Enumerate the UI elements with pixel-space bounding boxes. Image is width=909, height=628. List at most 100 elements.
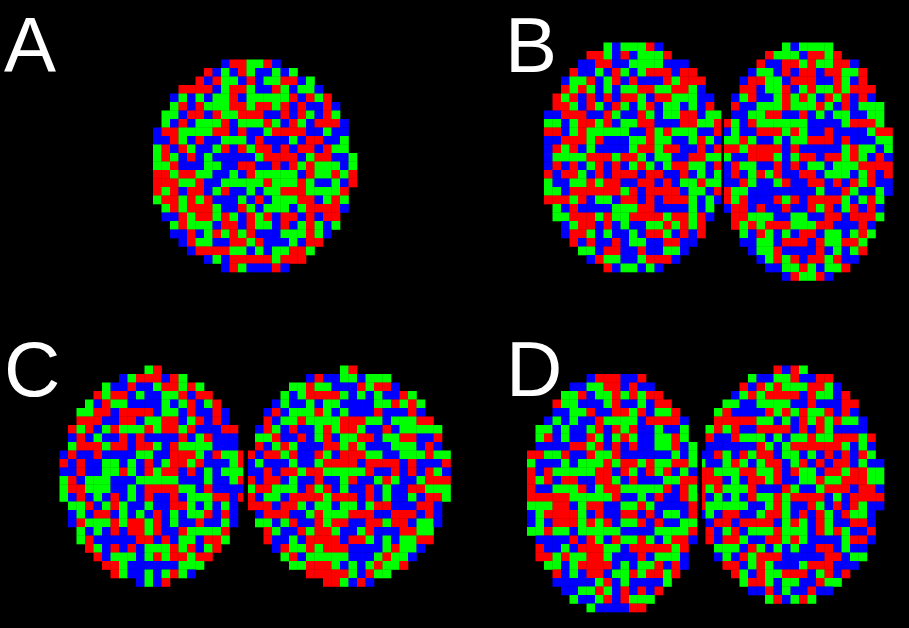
cell-pixel bbox=[153, 468, 162, 477]
cell-pixel bbox=[136, 561, 145, 570]
cell-pixel bbox=[757, 128, 766, 137]
cell-pixel bbox=[578, 187, 587, 196]
cell-pixel bbox=[238, 94, 247, 103]
cell-pixel bbox=[833, 119, 842, 128]
cell-pixel bbox=[417, 400, 426, 409]
cell-pixel bbox=[289, 434, 298, 443]
cell-pixel bbox=[587, 136, 596, 145]
cell-pixel bbox=[196, 119, 205, 128]
cell-pixel bbox=[816, 77, 825, 86]
cell-pixel bbox=[876, 119, 885, 128]
cell-pixel bbox=[170, 434, 179, 443]
cell-pixel bbox=[230, 221, 239, 230]
cell-pixel bbox=[77, 519, 86, 528]
cell-pixel bbox=[825, 85, 834, 94]
cell-pixel bbox=[238, 476, 243, 485]
cell-pixel bbox=[544, 170, 553, 179]
cell-pixel bbox=[621, 179, 630, 188]
cell-pixel bbox=[196, 230, 205, 239]
cell-pixel bbox=[621, 162, 630, 171]
cell-pixel bbox=[238, 221, 247, 230]
cell-pixel bbox=[196, 187, 205, 196]
cell-pixel bbox=[196, 128, 205, 137]
cell-pixel bbox=[774, 221, 783, 230]
cell-pixel bbox=[204, 102, 213, 111]
cell-pixel bbox=[544, 153, 553, 162]
cell-pixel bbox=[179, 417, 188, 426]
cell-pixel bbox=[128, 544, 137, 553]
cell-pixel bbox=[799, 272, 808, 281]
cell-pixel bbox=[816, 68, 825, 77]
cell-pixel bbox=[816, 43, 825, 52]
cell-pixel bbox=[230, 502, 239, 511]
cell-pixel bbox=[774, 102, 783, 111]
cell-pixel bbox=[179, 111, 188, 120]
cell-pixel bbox=[315, 221, 324, 230]
cell-pixel bbox=[655, 102, 664, 111]
cell-pixel bbox=[170, 153, 179, 162]
cell-pixel bbox=[145, 400, 154, 409]
cell-pixel bbox=[604, 264, 613, 273]
cell-pixel bbox=[340, 374, 349, 383]
cell-pixel bbox=[315, 111, 324, 120]
cell-pixel bbox=[833, 204, 842, 213]
cell-pixel bbox=[731, 111, 740, 120]
cell-pixel bbox=[655, 77, 664, 86]
cell-pixel bbox=[765, 196, 774, 205]
cell-pixel bbox=[680, 111, 689, 120]
cell-pixel bbox=[213, 162, 222, 171]
cell-pixel bbox=[765, 204, 774, 213]
cell-pixel bbox=[264, 417, 273, 426]
cell-pixel bbox=[680, 68, 689, 77]
cell-pixel bbox=[179, 102, 188, 111]
cell-pixel bbox=[587, 60, 596, 69]
cell-pixel bbox=[306, 179, 315, 188]
cell-pixel bbox=[884, 136, 893, 145]
cell-pixel bbox=[587, 196, 596, 205]
cell-pixel bbox=[204, 536, 213, 545]
cell-pixel bbox=[264, 213, 273, 222]
cell-pixel bbox=[162, 128, 171, 137]
cell-pixel bbox=[298, 162, 307, 171]
cell-pixel bbox=[816, 230, 825, 239]
cell-pixel bbox=[655, 221, 664, 230]
cell-pixel bbox=[842, 85, 851, 94]
cell-pixel bbox=[179, 544, 188, 553]
cell-pixel bbox=[604, 162, 613, 171]
cell-pixel bbox=[774, 162, 783, 171]
cell-pixel bbox=[306, 145, 315, 154]
cell-pixel bbox=[689, 204, 698, 213]
cell-pixel bbox=[230, 153, 239, 162]
cell-pixel bbox=[876, 187, 885, 196]
cell-pixel bbox=[689, 153, 698, 162]
cell-pixel bbox=[170, 544, 179, 553]
cell-pixel bbox=[850, 60, 859, 69]
cell-pixel bbox=[621, 264, 630, 273]
cell-pixel bbox=[672, 213, 681, 222]
cell-pixel bbox=[306, 374, 315, 383]
cell-pixel bbox=[740, 204, 749, 213]
cell-pixel bbox=[748, 221, 757, 230]
cell-pixel bbox=[833, 77, 842, 86]
cell-pixel bbox=[145, 536, 154, 545]
cell-pixel bbox=[213, 544, 222, 553]
cell-pixel bbox=[357, 434, 366, 443]
cell-pixel bbox=[213, 502, 222, 511]
cell-pixel bbox=[587, 170, 596, 179]
cell-pixel bbox=[570, 204, 579, 213]
cell-pixel bbox=[595, 170, 604, 179]
cell-pixel bbox=[85, 400, 94, 409]
cell-pixel bbox=[774, 136, 783, 145]
cell-pixel bbox=[119, 510, 128, 519]
cell-pixel bbox=[332, 391, 341, 400]
cell-pixel bbox=[570, 94, 579, 103]
cell-pixel bbox=[765, 230, 774, 239]
cell-pixel bbox=[340, 400, 349, 409]
cell-pixel bbox=[859, 153, 868, 162]
cell-pixel bbox=[434, 442, 443, 451]
cell-pixel bbox=[170, 230, 179, 239]
cell-pixel bbox=[340, 179, 349, 188]
cell-pixel bbox=[102, 468, 111, 477]
cell-pixel bbox=[765, 68, 774, 77]
cell-pixel bbox=[706, 162, 715, 171]
